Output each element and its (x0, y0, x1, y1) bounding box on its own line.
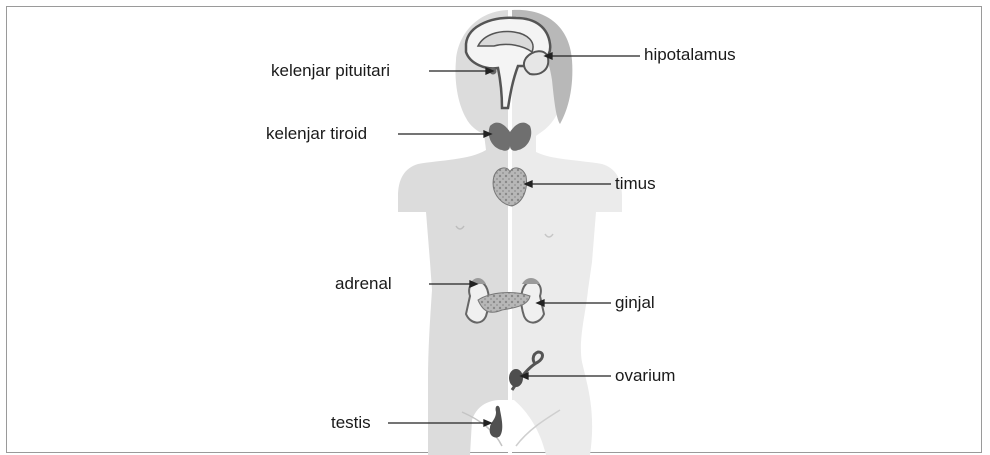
label-pituitary: kelenjar pituitari (271, 61, 390, 81)
label-testis: testis (331, 413, 371, 433)
label-ovary: ovarium (615, 366, 675, 386)
label-kidney: ginjal (615, 293, 655, 313)
ovary-shape (509, 369, 523, 387)
label-thymus: timus (615, 174, 656, 194)
testis-shape (490, 406, 503, 438)
arrow-testis (484, 420, 491, 426)
testis-organ (490, 406, 503, 438)
male-half (398, 10, 510, 455)
label-thyroid: kelenjar tiroid (266, 124, 367, 144)
label-hypothalamus: hipotalamus (644, 45, 736, 65)
label-adrenal: adrenal (335, 274, 392, 294)
